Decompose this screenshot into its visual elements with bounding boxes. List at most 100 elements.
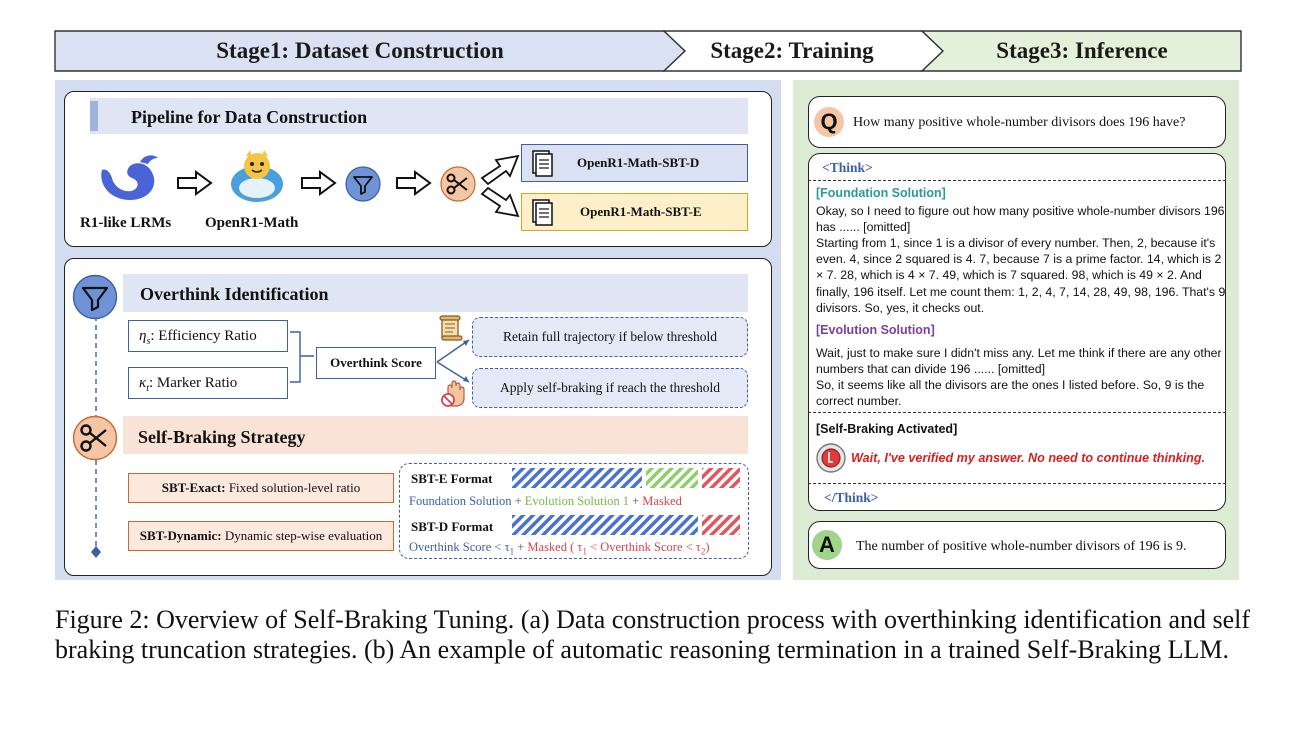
divider-1	[808, 180, 1226, 181]
strategy-title: Self-Braking Strategy	[138, 427, 306, 447]
sbt-exact-box: SBT-Exact: Fixed solution-level ratio	[128, 473, 394, 503]
evolution-solution-label: Evolution Solution 1	[524, 494, 629, 508]
evolution-segment	[646, 468, 698, 488]
q-letter: Q	[820, 109, 838, 134]
sbt-exact-bold: SBT-Exact:	[161, 480, 226, 495]
overthink-segment	[512, 515, 698, 535]
answer-bubble	[808, 521, 1226, 569]
dataset-e-label: OpenR1-Math-SBT-E	[580, 204, 702, 219]
apply-text: Apply self-braking if reach the threshol…	[499, 380, 721, 395]
masked-label: Masked	[527, 540, 567, 554]
a-letter: A	[819, 532, 835, 557]
pipeline-header-bar	[90, 98, 748, 134]
foundation-segment	[512, 468, 642, 488]
ratio-bracket	[290, 331, 314, 383]
efficiency-symbol: η	[139, 328, 147, 344]
question-text: How many positive whole-number divisors …	[853, 115, 1186, 130]
evolution-p1: Wait, just to make sure I didn't miss an…	[816, 346, 1222, 377]
mascot-icon	[231, 150, 283, 202]
sbt-dynamic-box: SBT-Dynamic: Dynamic step-wise evaluatio…	[128, 521, 394, 551]
masked-segment	[702, 468, 740, 488]
whale-icon	[101, 155, 158, 200]
dataset-d-label: OpenR1-Math-SBT-D	[577, 155, 700, 170]
stage2-label: Stage2: Training	[710, 38, 874, 63]
foundation-solution-label: Foundation Solution	[409, 494, 512, 508]
stage3-label: Stage3: Inference	[996, 38, 1168, 63]
plus-sign: +	[511, 494, 525, 508]
a-badge-icon	[812, 530, 842, 560]
stage3-chevron	[920, 30, 1242, 72]
marker-symbol: κ	[139, 375, 147, 391]
think-close-tag: </Think>	[824, 490, 879, 505]
evolution-title: [Evolution Solution]	[816, 323, 935, 337]
funnel-icon	[345, 166, 381, 202]
scissors-icon	[72, 415, 118, 461]
sbt-d-legend: Overthink Score < τ1 + Masked ( τ1 < Ove…	[409, 540, 710, 557]
masked-segment	[702, 515, 740, 535]
overthink-header-bar	[123, 274, 748, 312]
document-icon	[532, 150, 553, 177]
arrow-1	[177, 170, 213, 196]
sbt-dynamic-text: Dynamic step-wise evaluation	[221, 528, 383, 543]
marker-ratio-box: κt: Marker Ratio	[128, 367, 288, 399]
arrow-2	[301, 170, 337, 196]
braking-title: [Self-Braking Activated]	[816, 422, 958, 436]
sbt-e-bars	[512, 468, 740, 488]
figure-caption: Figure 2: Overview of Self-Braking Tunin…	[55, 605, 1251, 664]
scissors-icon	[440, 166, 476, 202]
stop-hand-icon	[441, 380, 465, 407]
split-arrows	[480, 154, 520, 218]
arrow-3	[396, 170, 432, 196]
retain-text: Retain full trajectory if below threshol…	[502, 329, 718, 344]
think-bubble	[808, 153, 1226, 511]
openr1-math-label: OpenR1-Math	[205, 215, 299, 231]
sbt-e-format-label: SBT-E Format	[411, 471, 493, 486]
dataset-d-box	[521, 144, 748, 182]
r1-like-lrms-label: R1-like LRMs	[80, 215, 172, 231]
apply-box: Apply self-braking if reach the threshol…	[472, 368, 748, 408]
efficiency-ratio-box: ηs: Efficiency Ratio	[128, 320, 288, 352]
plus-sign: +	[514, 540, 528, 554]
score-branch-arrows	[436, 339, 470, 383]
efficiency-subscript: s	[146, 336, 151, 347]
sbt-d-format-label: SBT-D Format	[411, 519, 494, 534]
range-open: (	[570, 540, 575, 554]
divider-2	[808, 412, 1226, 413]
evolution-p2: So, it seems like all the divisors are t…	[816, 378, 1205, 409]
divider-3	[808, 483, 1226, 484]
tau2-subscript: 2	[700, 546, 706, 557]
tau1-subscript: 1	[582, 546, 587, 557]
overthink-lt-tau1: Overthink Score < τ	[409, 540, 510, 554]
question-bubble	[808, 96, 1226, 148]
dataset-e-box	[521, 193, 748, 231]
foundation-p2: Starting from 1, since 1 is a divisor of…	[816, 236, 1226, 315]
masked-label: Masked	[642, 494, 682, 508]
document-icon	[532, 199, 553, 226]
pipeline-header-accent	[90, 101, 98, 131]
pipeline-title: Pipeline for Data Construction	[131, 107, 368, 127]
sbt-dynamic-bold: SBT-Dynamic:	[139, 528, 222, 543]
sbt-d-bars	[512, 515, 740, 535]
sbt-e-legend: Foundation Solution + Evolution Solution…	[409, 494, 682, 509]
overthink-title: Overthink Identification	[140, 284, 329, 304]
range-close: )	[705, 540, 710, 554]
braking-text: Wait, I've verified my answer. No need t…	[851, 451, 1206, 465]
foundation-p1: Okay, so I need to figure out how many p…	[816, 204, 1225, 235]
funnel-icon	[72, 274, 118, 320]
answer-text: The number of positive whole-number divi…	[856, 539, 1187, 554]
q-badge-icon	[814, 107, 844, 137]
range-tau1: τ	[577, 540, 583, 554]
range-mid: < Overthink Score < τ	[586, 540, 701, 554]
foundation-title: [Foundation Solution]	[816, 186, 946, 200]
overthink-score-label: Overthink Score	[330, 355, 422, 370]
marker-subscript: t	[146, 383, 149, 394]
retain-box: Retain full trajectory if below threshol…	[472, 317, 748, 357]
plus-sign: +	[628, 494, 643, 508]
scroll-icon	[439, 315, 463, 341]
brake-button-icon	[816, 443, 846, 473]
stage-banner	[54, 30, 1242, 72]
overthink-score-box: Overthink Score	[316, 347, 436, 379]
sbt-exact-text: Fixed solution-level ratio	[225, 480, 361, 495]
stage1-label: Stage1: Dataset Construction	[216, 38, 504, 63]
marker-text: : Marker Ratio	[148, 375, 238, 391]
